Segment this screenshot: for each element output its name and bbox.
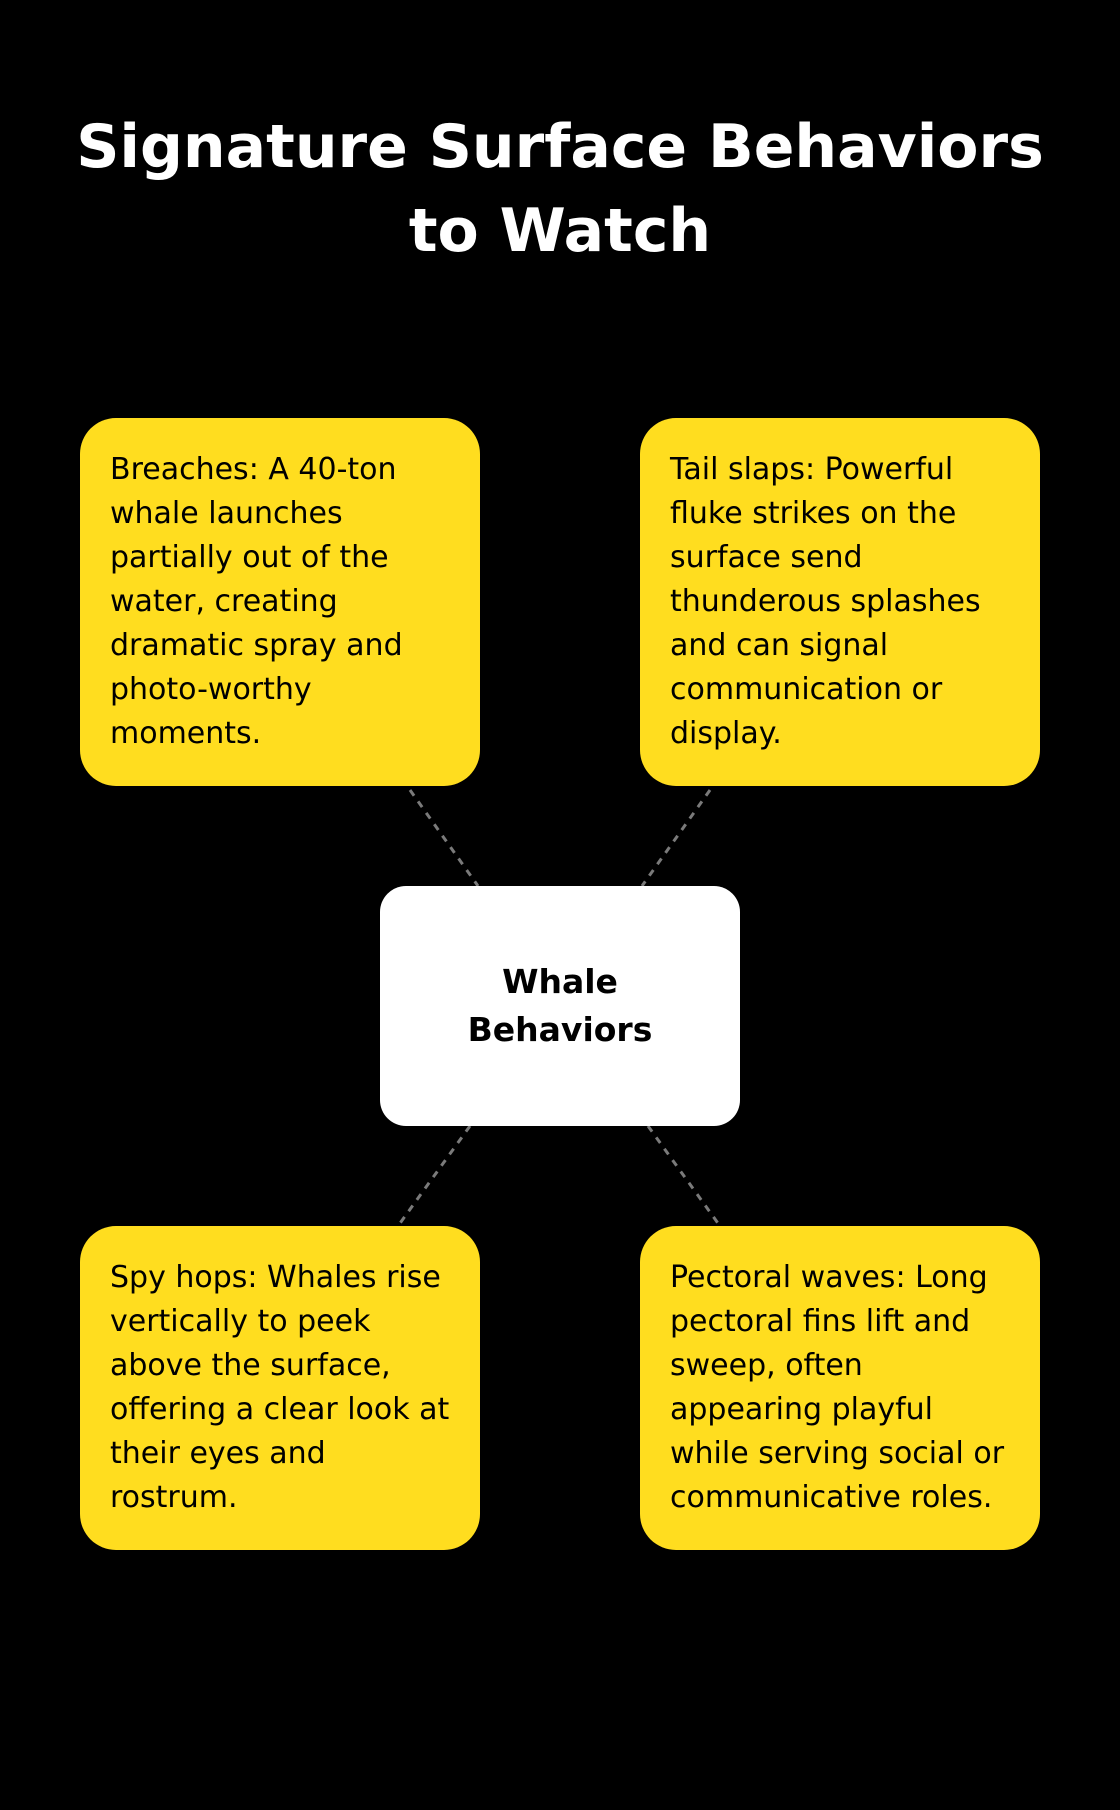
connector-bottom-right <box>646 1125 722 1227</box>
connector-bottom-left <box>396 1125 472 1227</box>
node-spy-hops: Spy hops: Whales rise vertically to peek… <box>80 1226 480 1550</box>
connector-top-right <box>640 789 712 887</box>
center-node-label: Whale Behaviors <box>467 962 653 1049</box>
page-title: Signature Surface Behaviors to Watch <box>76 112 1044 266</box>
node-breaches: Breaches: A 40-ton whale launches partia… <box>80 418 480 786</box>
node-tail-slaps: Tail slaps: Powerful fluke strikes on th… <box>640 418 1040 786</box>
node-pectoral-waves: Pectoral waves: Long pectoral fins lift … <box>640 1226 1040 1550</box>
connector-top-left <box>408 789 480 887</box>
center-node: Whale Behaviors <box>380 886 740 1126</box>
